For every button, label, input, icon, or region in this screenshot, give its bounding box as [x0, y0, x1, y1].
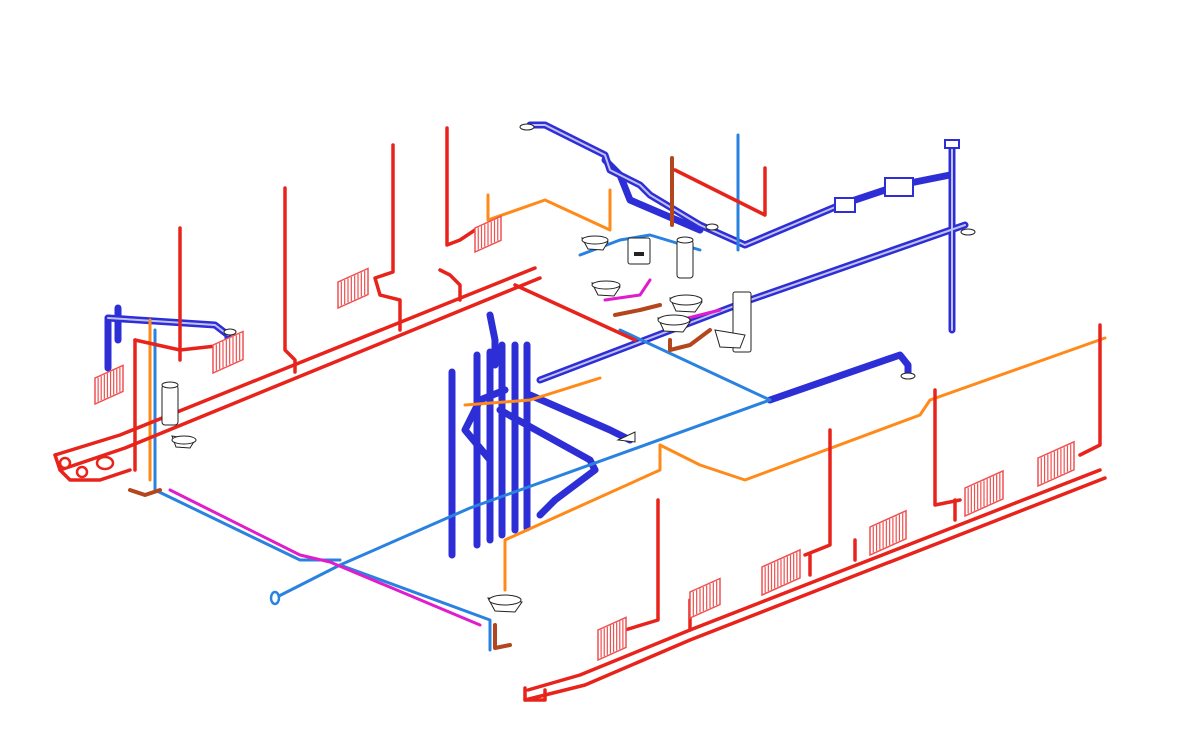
heating-riser-4 — [445, 126, 477, 247]
radiator-lower-1 — [597, 616, 627, 662]
duct-branch-b — [496, 406, 599, 519]
duct-branch-a — [461, 386, 509, 464]
radiators-layer — [94, 215, 1075, 662]
duct-top-left-stub — [486, 311, 499, 369]
duct-damper-1 — [834, 197, 856, 213]
duct-fittings — [834, 139, 960, 213]
cold-water-end-cap — [269, 590, 281, 606]
radiator-lower-2 — [689, 577, 721, 620]
heating-lower-end-bend — [523, 686, 547, 702]
sink-top — [581, 235, 609, 251]
fixtures-layer — [161, 123, 976, 613]
fitting-corner-3 — [95, 455, 115, 471]
heating-lower-supply — [526, 468, 1102, 692]
duct-right-stub — [766, 351, 912, 404]
heating-lower-riser-3 — [933, 388, 962, 507]
sink-bottom — [487, 594, 523, 613]
return-right-run — [658, 336, 1107, 482]
cold-water-main-long — [273, 398, 772, 600]
drain-left-fixture — [128, 488, 162, 497]
heating-lower-return — [523, 476, 1107, 702]
hot-water-layer — [168, 278, 722, 627]
radiator-lower-3 — [761, 548, 801, 597]
radiator-mid-1 — [337, 267, 369, 310]
cold-water-to-sink — [338, 563, 492, 652]
heating-main-return — [58, 276, 542, 472]
heating-riser-5 — [438, 268, 462, 302]
heating-riser-2 — [283, 186, 297, 374]
heating-layer — [53, 126, 1107, 702]
radiator-mid-2 — [474, 215, 502, 254]
heating-lower-riser-2 — [803, 428, 832, 557]
heating-main-supply — [53, 266, 537, 457]
air-terminal-right-stub — [900, 372, 916, 380]
drain-sink-bottom — [493, 623, 512, 650]
return-center — [463, 376, 602, 407]
water-heater-center — [676, 236, 694, 279]
radiator-lower-4 — [869, 509, 907, 557]
return-layer — [148, 188, 1107, 592]
water-heater-left — [161, 381, 179, 426]
fitting-corner-2 — [75, 465, 89, 479]
sink-center-2 — [669, 294, 703, 313]
hot-water-left-run — [168, 488, 482, 627]
duct-upper-branch — [601, 156, 704, 234]
heating-main-left-bend — [53, 453, 132, 482]
hot-water-upper — [603, 278, 652, 302]
heating-center-stub — [513, 283, 637, 342]
heating-lower-riser-1 — [623, 498, 660, 632]
cold-water-center-diag — [618, 328, 772, 402]
drain-center-upper — [613, 303, 662, 317]
air-terminal-center — [616, 431, 636, 443]
duct-left-horizontal — [104, 314, 232, 359]
toilet-2 — [714, 291, 752, 353]
duct-damper-2 — [884, 177, 914, 197]
heating-lower-riser-4 — [1078, 323, 1102, 457]
sink-center-3 — [657, 314, 691, 333]
heating-riser-3 — [373, 143, 402, 332]
sink-center-1 — [591, 280, 621, 297]
heating-left-branch — [133, 338, 227, 352]
heating-riser-top-right — [673, 166, 767, 217]
duct-branch-c — [526, 391, 634, 444]
duct-cap-right — [944, 139, 960, 149]
radiator-left-2 — [212, 330, 244, 375]
air-terminal-upper — [705, 223, 719, 231]
air-terminal-top-right — [960, 228, 976, 236]
drain-center-stack — [668, 328, 712, 352]
radiator-left-1 — [94, 364, 124, 406]
toilet-1 — [627, 237, 651, 265]
fitting-corner-1 — [58, 456, 72, 470]
air-terminal-left — [223, 328, 237, 336]
radiator-lower-5 — [964, 469, 1004, 518]
left-corner-fittings — [58, 455, 281, 606]
return-center-down — [503, 443, 662, 592]
sink-left — [171, 435, 197, 449]
return-top-loop — [486, 188, 612, 232]
drain-layer — [128, 156, 712, 650]
air-terminal-top-left — [519, 123, 535, 131]
radiator-lower-6 — [1037, 440, 1075, 488]
